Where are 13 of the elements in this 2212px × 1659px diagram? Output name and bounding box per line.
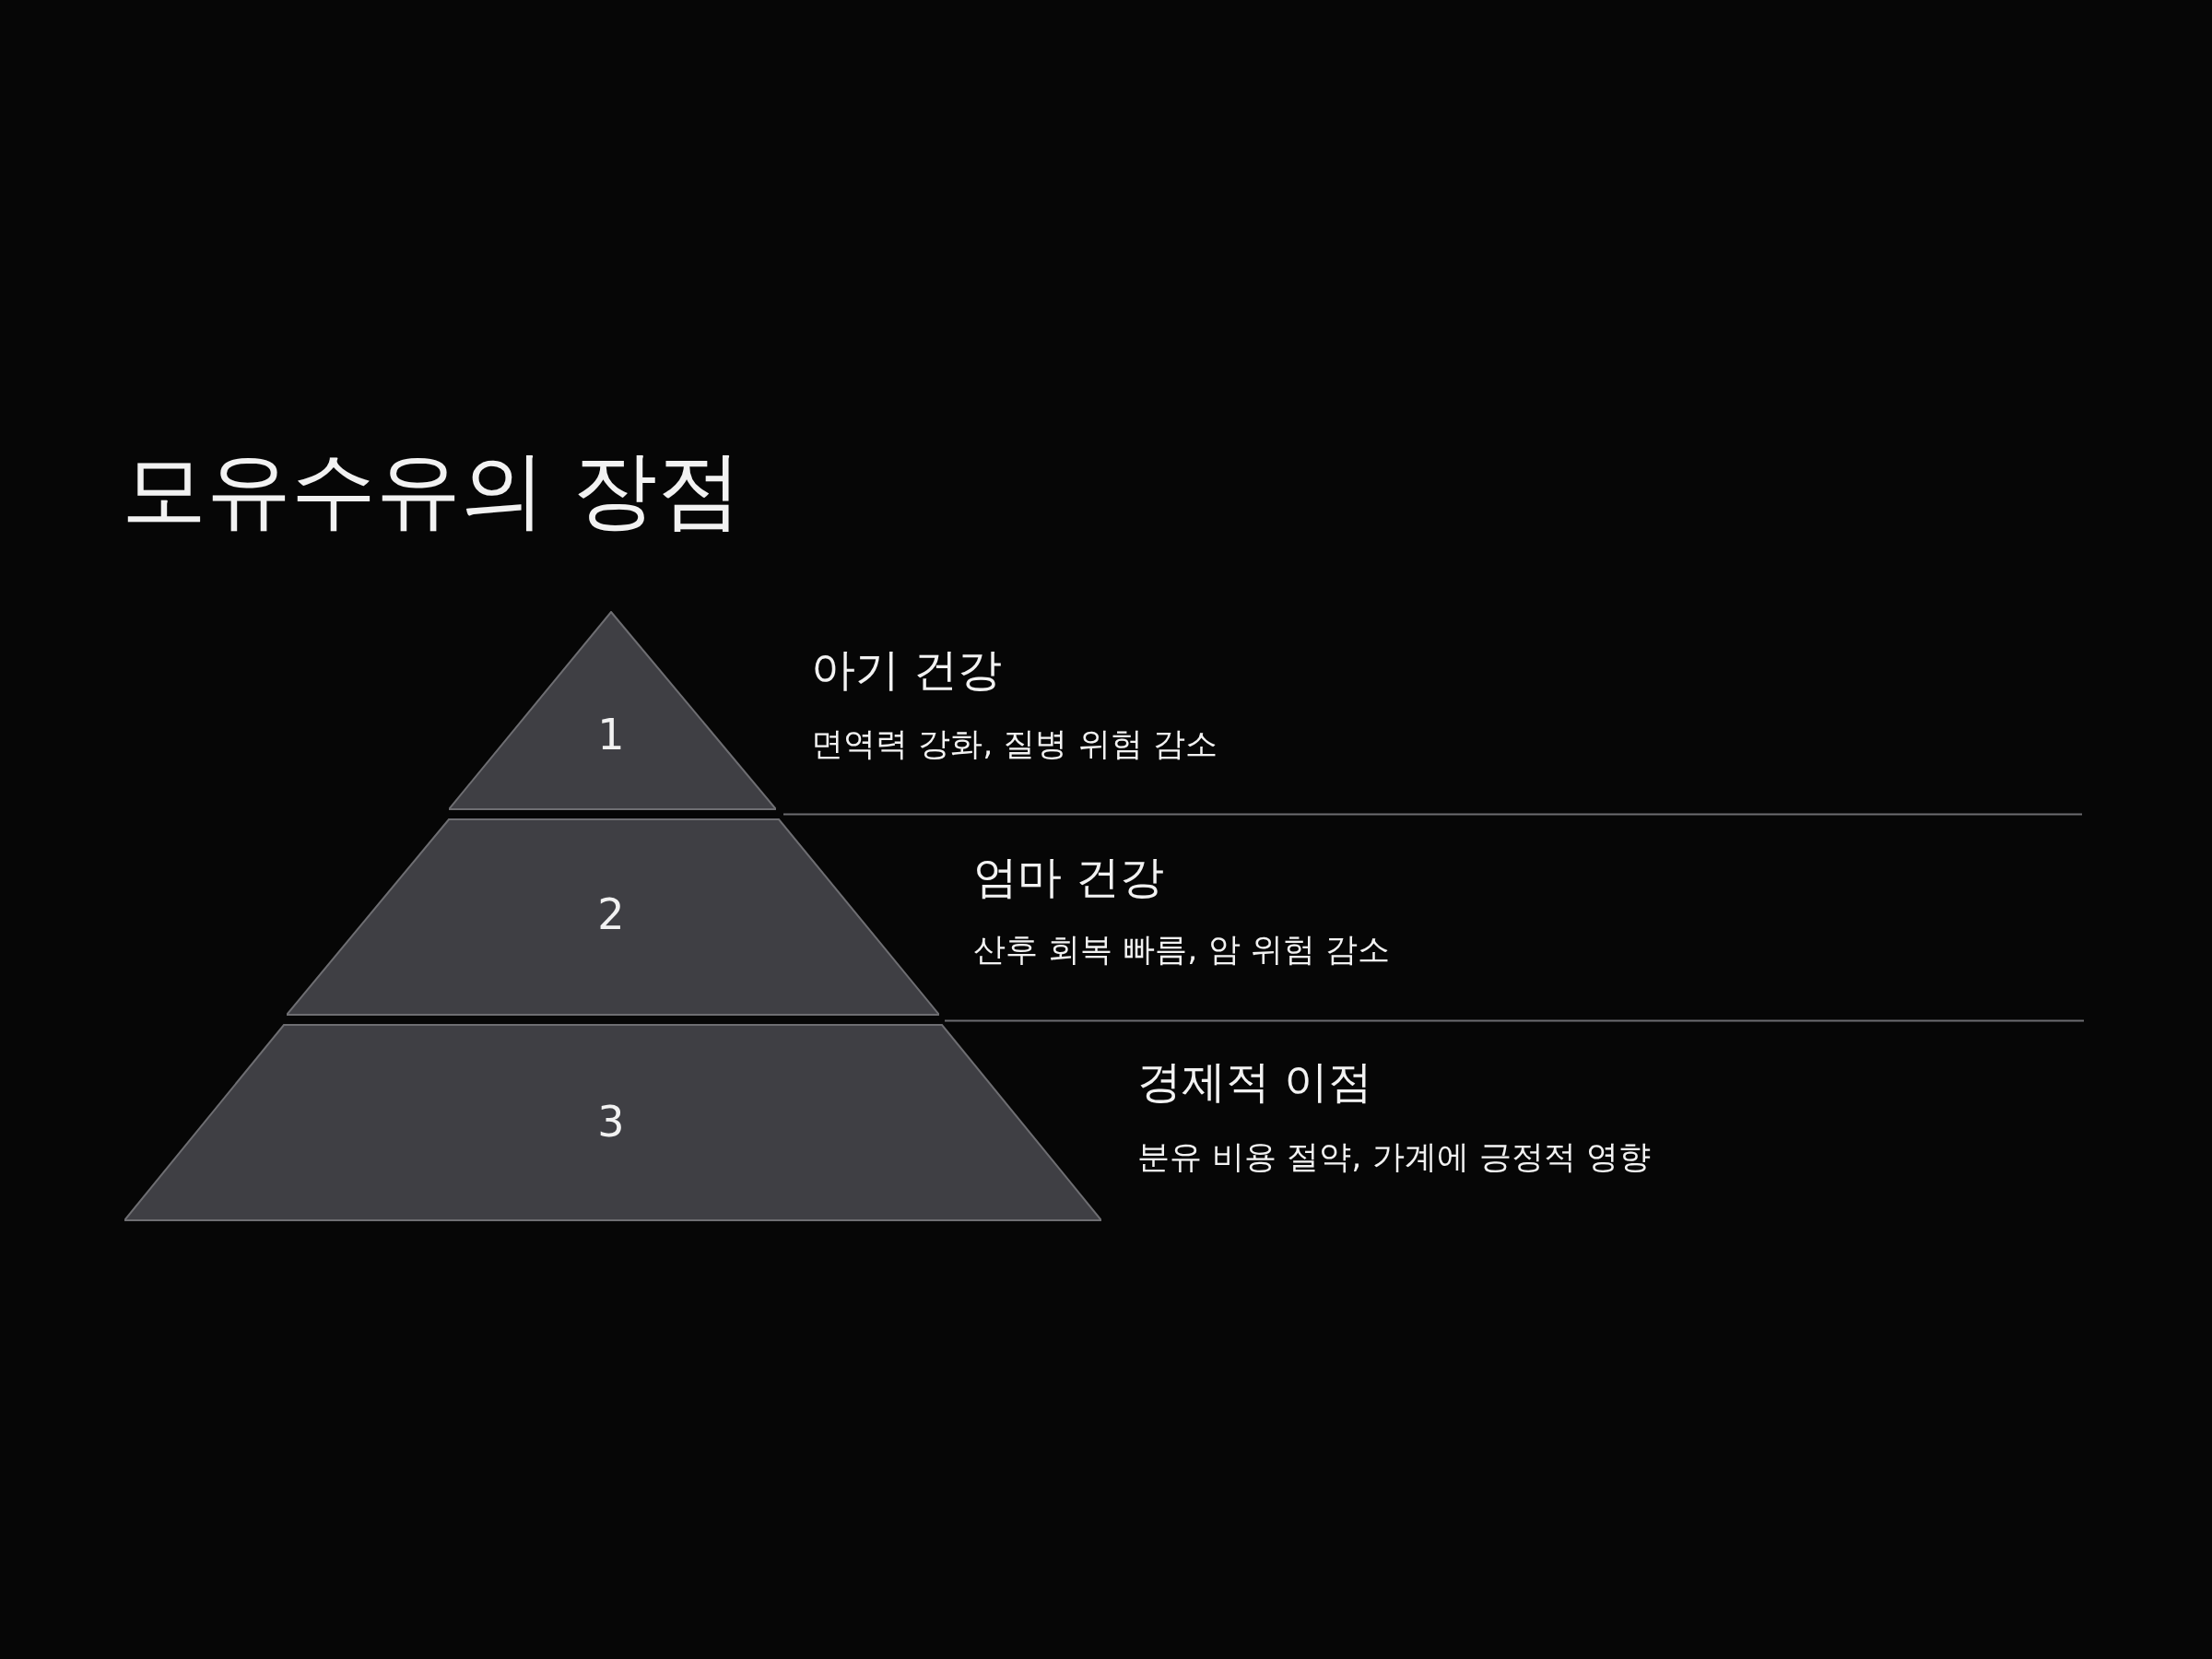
tier-heading: 엄마 건강	[973, 850, 1165, 904]
tier-heading: 경제적 이점	[1137, 1054, 1373, 1109]
pyramid-tier	[287, 818, 939, 1016]
tier-description: 산후 회복 빠름, 암 위험 감소	[973, 929, 1390, 970]
pyramid-tier	[124, 1024, 1101, 1221]
title: 모유수유의 장점	[122, 440, 743, 541]
tier-heading: 아기 건강	[811, 642, 1003, 697]
tier-number: 1	[597, 710, 625, 759]
tier-description: 면역력 강화, 질병 위험 감소	[811, 724, 1218, 764]
tier-description: 분유 비용 절약, 가계에 긍정적 영향	[1137, 1136, 1651, 1177]
tier-number: 3	[597, 1097, 625, 1147]
pyramid-tip	[449, 611, 776, 810]
tier-number: 2	[597, 889, 625, 939]
